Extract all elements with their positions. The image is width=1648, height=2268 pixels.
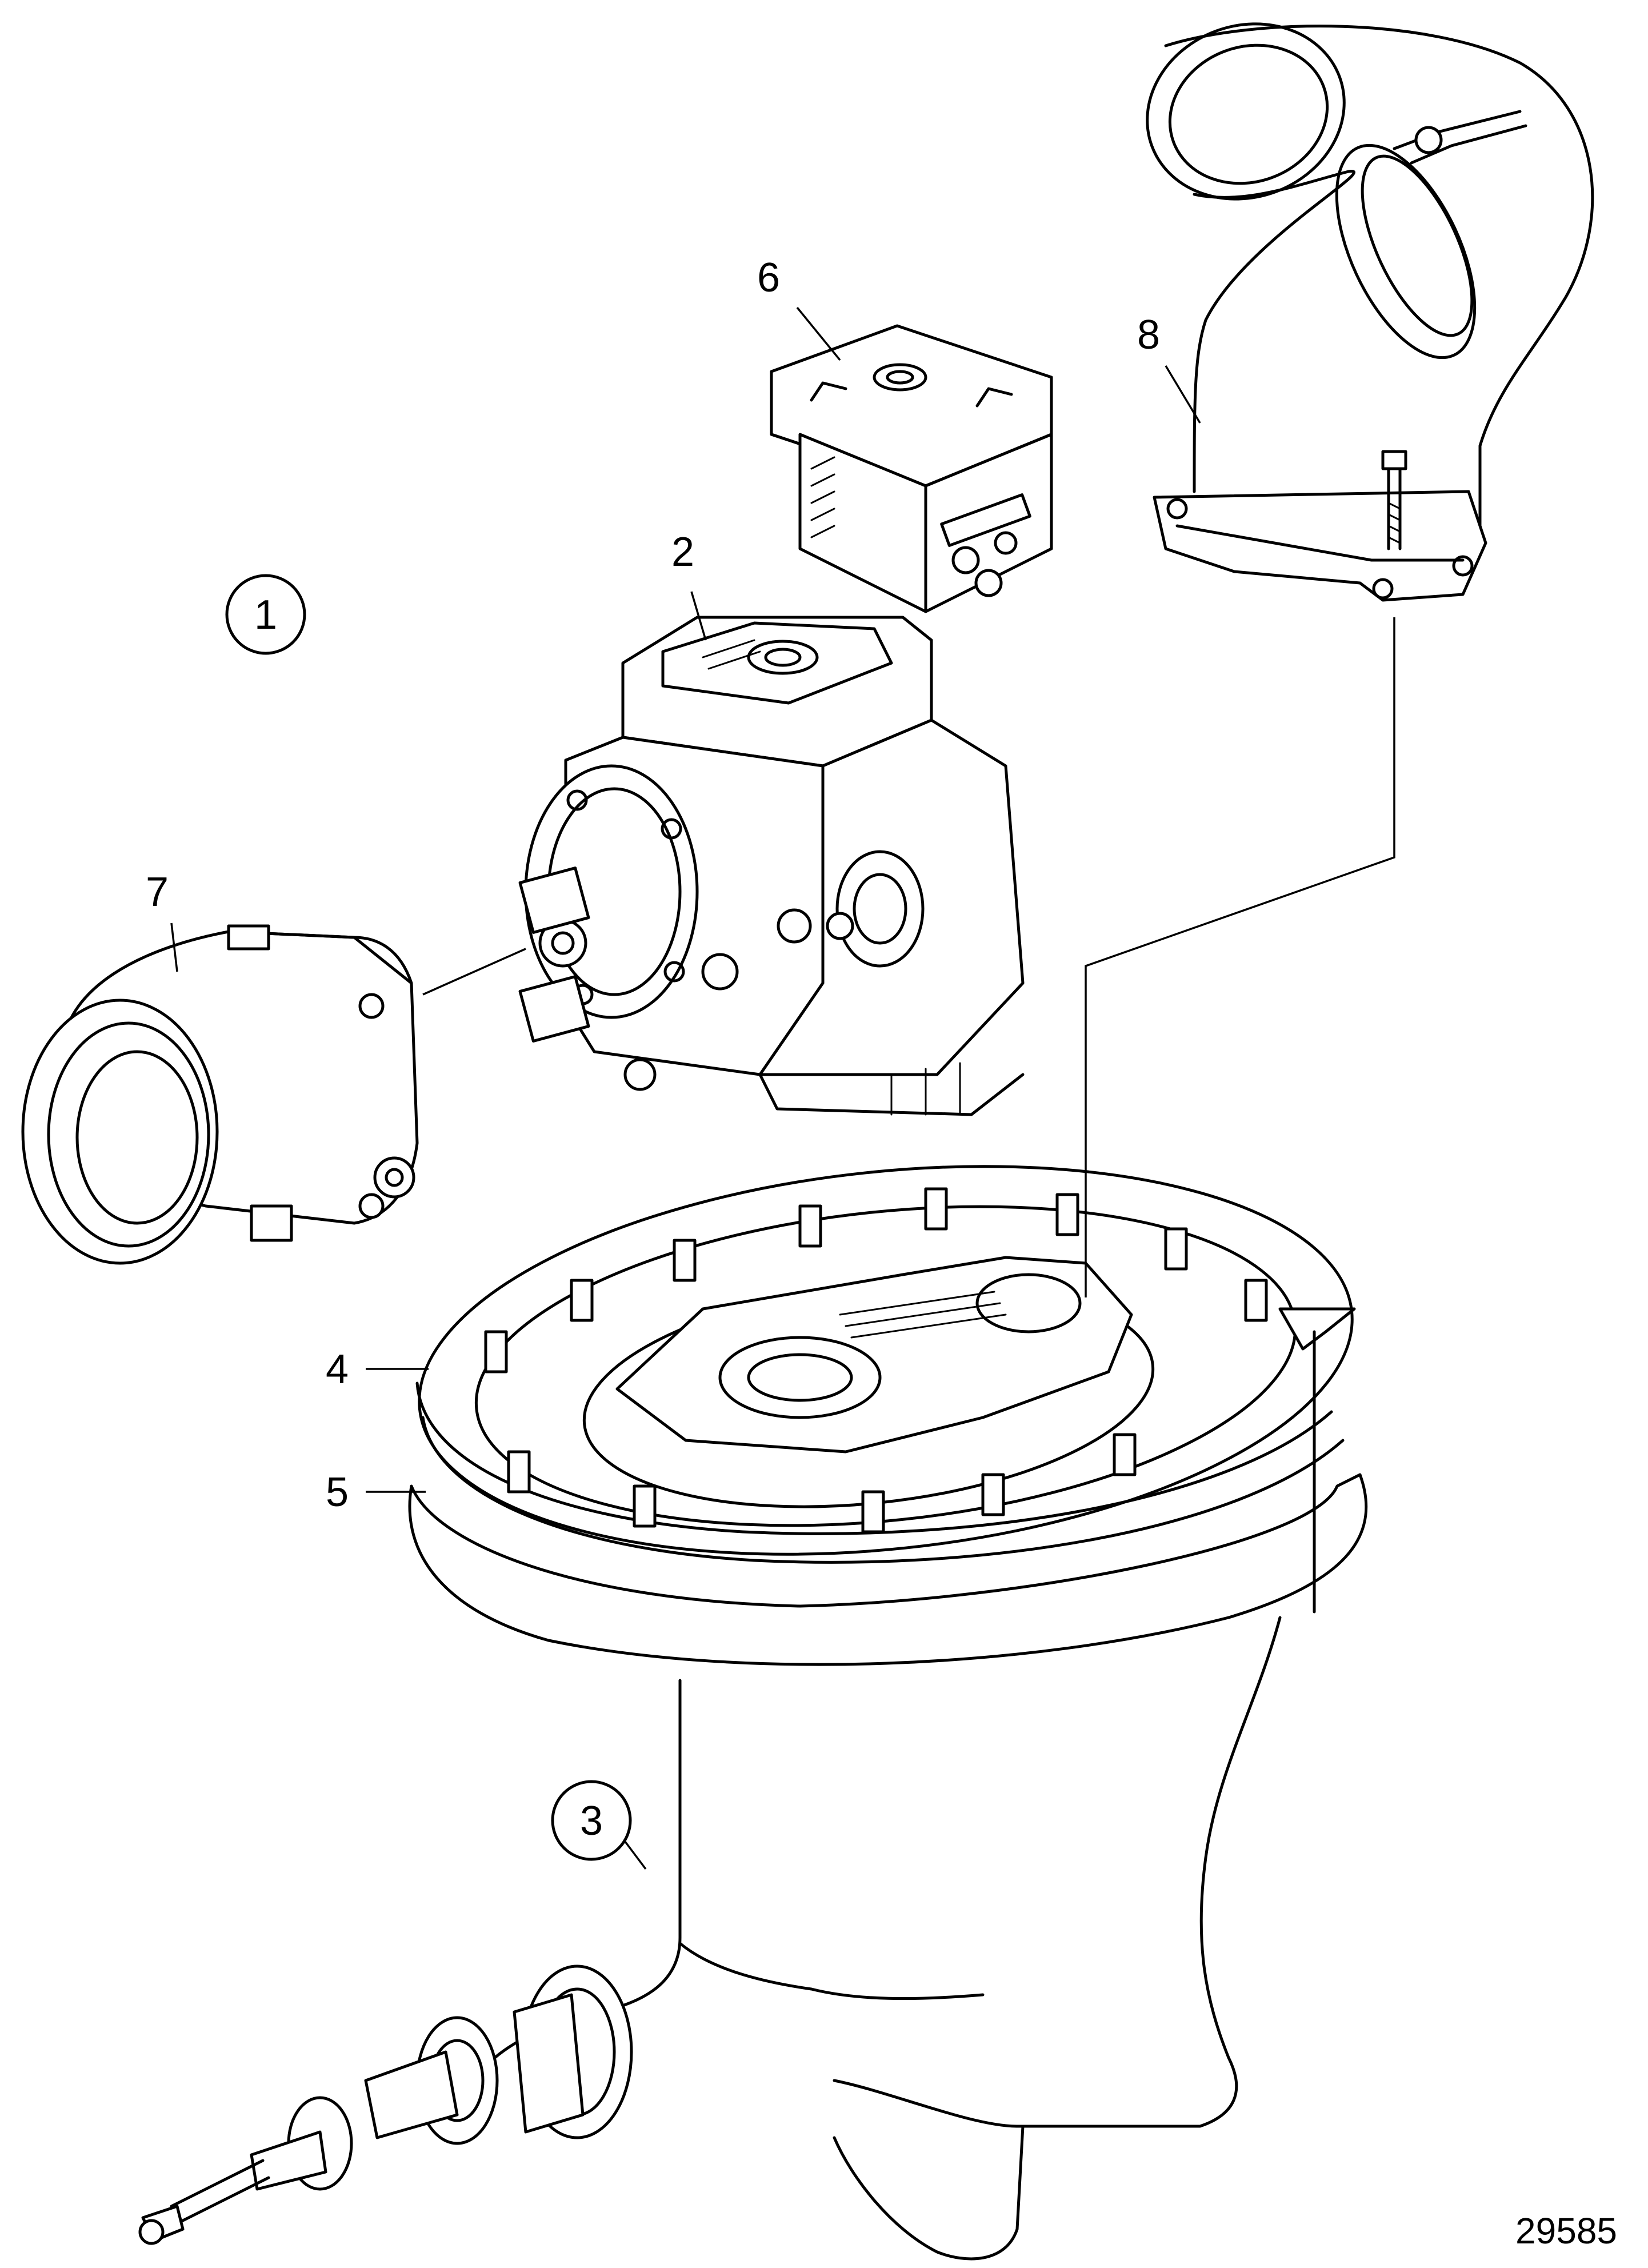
callout-3-circle: [551, 1780, 632, 1861]
callout-5: 5: [326, 1470, 349, 1515]
callout-1-circle: [225, 574, 306, 655]
figure-number: 29585: [1515, 2210, 1617, 2251]
part-7-conical-shroud: [21, 924, 419, 1265]
part-8-exhaust-elbow: [1146, 22, 1594, 602]
callout-4: 4: [326, 1347, 349, 1392]
callout-7: 7: [146, 869, 169, 915]
callout-8: 8: [1137, 312, 1160, 358]
part-6-control-unit: [770, 324, 1053, 613]
callout-labels: 1 2 3 4 5 6 7 8: [146, 255, 1160, 1861]
callout-2: 2: [671, 529, 694, 575]
callout-6: 6: [757, 255, 780, 301]
ring-bolts: [484, 1187, 1268, 1534]
callout-1: 1: [254, 592, 277, 638]
part-4-5-mounting-ring: [408, 1165, 1368, 1666]
part-2-actuator-unit: [518, 616, 1025, 1116]
part-3-drive-leg: [138, 1616, 1282, 2261]
callout-3: 3: [580, 1798, 603, 1844]
